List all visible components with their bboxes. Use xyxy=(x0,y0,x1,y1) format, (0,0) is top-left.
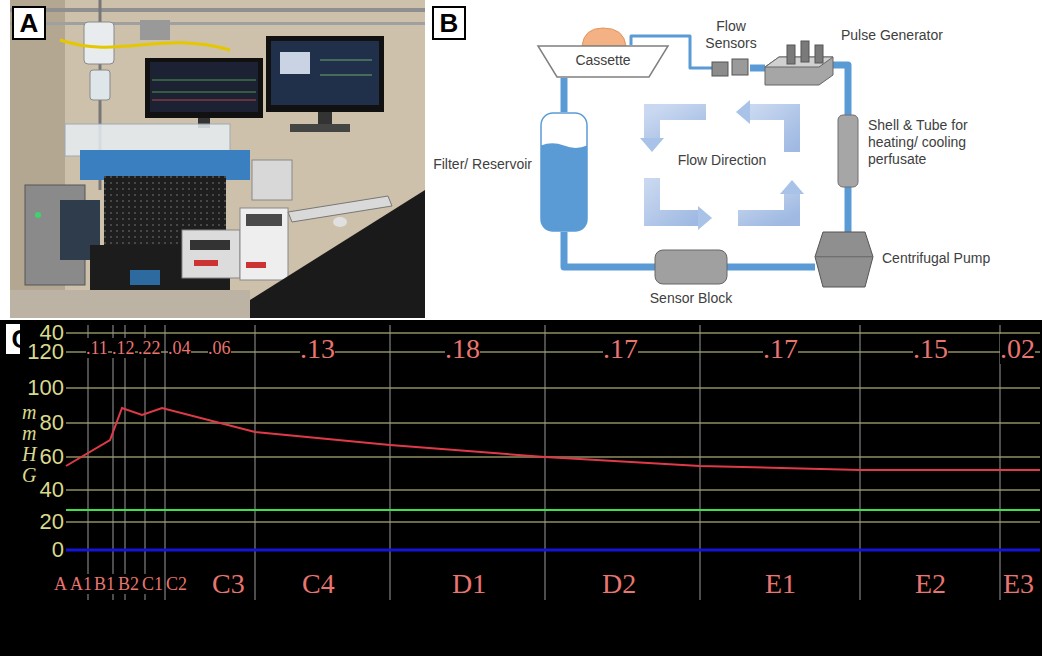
tube xyxy=(848,187,849,232)
flow-sensors-outline xyxy=(712,58,750,78)
segment-name: D1 xyxy=(452,569,486,599)
segment-value: .12 xyxy=(112,338,135,358)
segment-name: D2 xyxy=(602,569,636,599)
lab-photo xyxy=(10,0,425,318)
axis-unit: m xyxy=(22,423,36,443)
node-label: Flow Sensors xyxy=(699,18,763,52)
segment-name: C3 xyxy=(212,569,245,599)
segment-name: C2 xyxy=(166,574,187,594)
node-label: Centrifugal Pump xyxy=(882,250,990,267)
panel-letter: A xyxy=(12,6,46,40)
pressure-chart xyxy=(0,320,1042,656)
flow-sensors: Flow Sensors xyxy=(712,58,750,78)
segment-name: E1 xyxy=(765,569,796,599)
segment-name: E3 xyxy=(1003,569,1034,599)
axis-unit: H xyxy=(22,444,36,464)
node-label: Filter/ Reservoir xyxy=(433,156,532,173)
axis-tick: 120 xyxy=(20,340,64,364)
centrifugal-pump: Centrifugal Pump xyxy=(815,232,873,287)
tube xyxy=(833,65,848,115)
segment-value: .17 xyxy=(763,334,798,364)
segment-value: .11 xyxy=(86,338,108,358)
segment-name: E2 xyxy=(915,569,946,599)
tube xyxy=(750,68,765,69)
segment-name: A1 xyxy=(70,574,92,594)
tube xyxy=(564,232,655,267)
segment-value: .13 xyxy=(300,334,335,364)
node-label: Shell & Tube for heating/ cooling perfus… xyxy=(868,117,1000,168)
sensor-block: Sensor Block xyxy=(655,250,727,284)
node-label: Pulse Generator xyxy=(841,27,943,44)
sensor-block-outline xyxy=(655,250,727,284)
segment-value: .15 xyxy=(913,334,948,364)
node-label: Cassette xyxy=(537,52,669,69)
segment-value: .17 xyxy=(603,334,638,364)
segment-name: B1 xyxy=(94,574,115,594)
heat-exchanger: Shell & Tube for heating/ cooling perfus… xyxy=(838,115,858,187)
panel-letter: B xyxy=(432,6,466,40)
axis-tick: 20 xyxy=(20,510,64,534)
segment-value: .18 xyxy=(445,334,480,364)
tube xyxy=(727,267,815,268)
tube xyxy=(564,78,565,112)
axis-unit: G xyxy=(22,465,36,485)
pulse-generator: Pulse Generator xyxy=(765,45,833,85)
flow-label: Flow Direction xyxy=(676,152,769,169)
reservoir-outline xyxy=(540,112,588,232)
cassette: Cassette xyxy=(537,45,669,78)
segment-value: .04 xyxy=(168,338,191,358)
segment-value: .06 xyxy=(208,338,231,358)
segment-name: C4 xyxy=(302,569,335,599)
segment-value: .02 xyxy=(1000,334,1035,364)
axis-tick: 100 xyxy=(20,376,64,400)
axis-tick: 0 xyxy=(20,538,64,562)
segment-name: C1 xyxy=(142,574,163,594)
heat-exchanger-outline xyxy=(838,115,858,187)
reservoir: Filter/ Reservoir xyxy=(540,112,588,232)
segment-name: B2 xyxy=(118,574,139,594)
pulse-generator-outline xyxy=(765,45,833,85)
segment-value: .22 xyxy=(138,338,161,358)
node-label: Sensor Block xyxy=(650,290,732,307)
centrifugal-pump-outline xyxy=(815,232,873,287)
organ xyxy=(582,28,626,46)
segment-name: A xyxy=(54,574,67,594)
flow-direction-arrows xyxy=(640,100,804,230)
axis-unit: m xyxy=(22,402,36,422)
